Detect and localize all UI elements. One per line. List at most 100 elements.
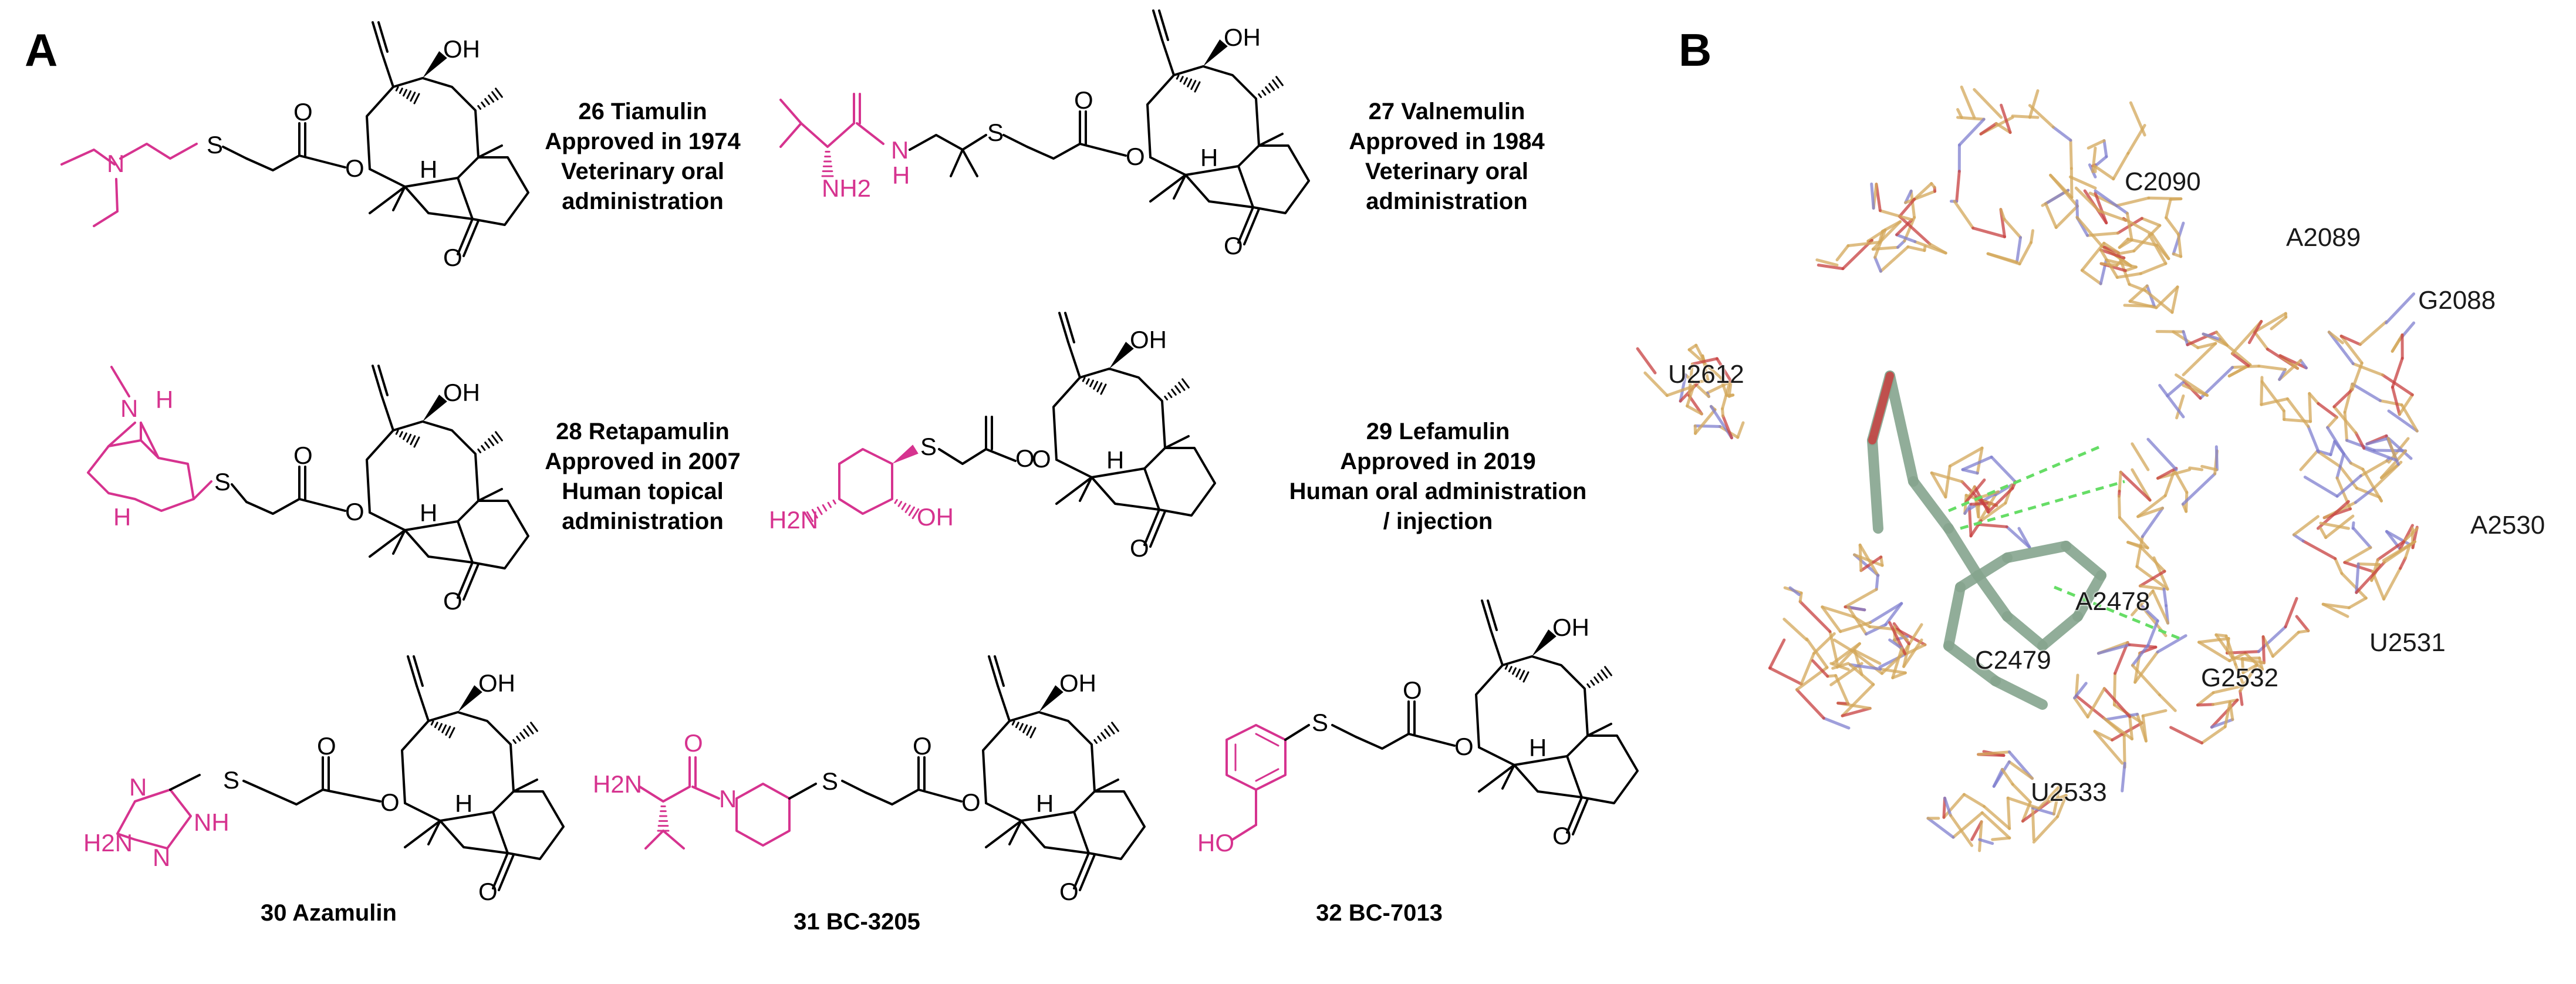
rna-bond: [1858, 543, 1879, 577]
rna-bond: [1665, 385, 1695, 397]
ester-chain: [865, 788, 963, 806]
rna-bond: [1906, 245, 1926, 252]
rna-bond: [2351, 382, 2382, 402]
ketone-bond: [1243, 208, 1260, 245]
rna-bond: [2133, 651, 2159, 684]
vinyl-bond: [1067, 341, 1081, 379]
bond-chain: [841, 780, 867, 794]
rna-bond: [2075, 673, 2079, 697]
rna-bond: [1848, 663, 1875, 686]
rna-bond: [2210, 698, 2239, 729]
hashed-bond: [816, 506, 823, 515]
rna-bond: [2356, 562, 2381, 567]
rna-bond: [2362, 446, 2398, 462]
core-bond: [1149, 174, 1187, 203]
rna-bond: [2006, 796, 2011, 830]
bond: [961, 149, 978, 177]
rna-bond: [2148, 233, 2168, 265]
rna-bond: [1964, 478, 1986, 504]
atom-label: O: [1454, 733, 1474, 760]
hashed-bond: [491, 91, 499, 100]
rna-bond: [2196, 342, 2217, 349]
methyl-bond: [1164, 435, 1190, 449]
structure-drawing: [779, 9, 1310, 245]
rna-bond: [1821, 605, 1855, 618]
hashed-bond: [1258, 93, 1262, 99]
rna-bond: [2105, 258, 2138, 269]
rna-bond: [2128, 284, 2149, 303]
hashed-bond: [491, 434, 499, 444]
rna-bond: [1871, 245, 1900, 251]
hashed-bond: [1029, 727, 1037, 739]
rna-bond: [2317, 450, 2342, 469]
rna-bond: [2339, 334, 2364, 365]
rna-bond: [1902, 642, 1911, 668]
residue-label: A2530: [2470, 511, 2545, 540]
rna-bond: [1798, 600, 1832, 633]
rna-bond: [2156, 467, 2178, 480]
hashed-bond: [512, 739, 517, 744]
bond: [193, 480, 212, 500]
hashed-bond: [484, 442, 490, 449]
bond-chain: [60, 149, 116, 166]
rna-bond: [2372, 449, 2408, 453]
rna-bond: [2210, 718, 2234, 729]
vinyl-bond: [1158, 9, 1169, 41]
rna-bond: [1902, 638, 1923, 668]
atom-label: S: [207, 131, 224, 159]
rna-bond: [2186, 331, 2218, 346]
hashed-bond: [1176, 75, 1180, 80]
rna-bond: [2139, 262, 2168, 275]
rna-bond: [2391, 333, 2404, 353]
bond: [1255, 733, 1279, 747]
methyl-bond: [392, 186, 406, 211]
rna-bond: [2354, 431, 2366, 450]
atom-label: O: [345, 498, 364, 525]
rna-bond: [2165, 198, 2172, 220]
caption-line: 27 Valnemulin: [1368, 99, 1525, 124]
ketone-bond: [457, 561, 474, 599]
atom-label: O: [293, 442, 313, 469]
bond: [1231, 824, 1257, 841]
rna-bond: [2319, 527, 2328, 540]
rna-bond: [2115, 196, 2150, 207]
hashed-bond: [1085, 378, 1090, 385]
hashed-bond: [1108, 725, 1115, 734]
rna-bond: [2011, 114, 2040, 119]
caption-bc3205: 31 BC-3205: [757, 907, 957, 937]
caption-line: 26 Tiamulin: [578, 99, 707, 124]
rna-bond: [2260, 380, 2285, 413]
hashed-bond: [410, 92, 416, 102]
hashed-bond: [516, 736, 521, 742]
rna-bond: [2253, 330, 2269, 351]
rna-bond: [2073, 682, 2088, 700]
rna-bond: [2136, 494, 2167, 518]
rna-bond: [2128, 643, 2158, 649]
rna-bond: [1973, 88, 2003, 119]
core-six-ring: [1184, 174, 1254, 208]
rna-bond: [2094, 189, 2129, 215]
rna-bond: [2327, 331, 2344, 345]
rna-bond: [2131, 663, 2162, 697]
vinyl-bond: [1152, 9, 1163, 41]
rna-bond: [2402, 527, 2419, 543]
rna-bond: [1992, 767, 2004, 788]
rna-bond: [1879, 245, 1910, 273]
hashed-bond: [1097, 736, 1102, 742]
core-bond: [985, 820, 1022, 848]
rna-bond: [1846, 241, 1881, 248]
atom-label: O: [317, 732, 336, 760]
rna-bond: [1768, 666, 1803, 686]
rna-bond: [2028, 89, 2040, 119]
methyl-bond: [1501, 764, 1515, 790]
residue-label: U2612: [1668, 360, 1744, 389]
hashed-bond: [481, 445, 486, 451]
hashed-bond: [1268, 83, 1275, 91]
hashed-bond: [413, 436, 420, 448]
rna-bond: [2299, 449, 2320, 471]
hashed-bond: [1604, 666, 1612, 676]
rna-bond: [1811, 659, 1829, 678]
core-eight-ring: [401, 711, 515, 822]
